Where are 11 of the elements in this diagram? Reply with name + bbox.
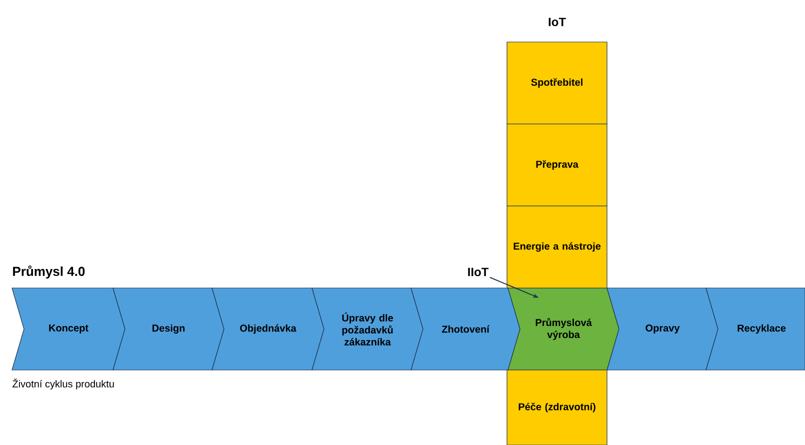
band-caption: Životní cyklus produktu [12,378,114,390]
callout-text: IIoT [468,268,489,276]
band-heading: Průmysl 4.0 [13,265,85,279]
category-box: Péče (zdravotní) [506,370,608,445]
category-box: Přeprava [506,124,608,206]
column-heading: IoT [548,18,566,26]
category-box: Energie a nástroje [506,206,608,288]
category-box: Spotřebitel [506,42,608,124]
chevron-step: Recyklace [706,288,805,370]
chevron-step: Koncept [12,288,126,370]
node-label: Recyklace [738,324,786,334]
